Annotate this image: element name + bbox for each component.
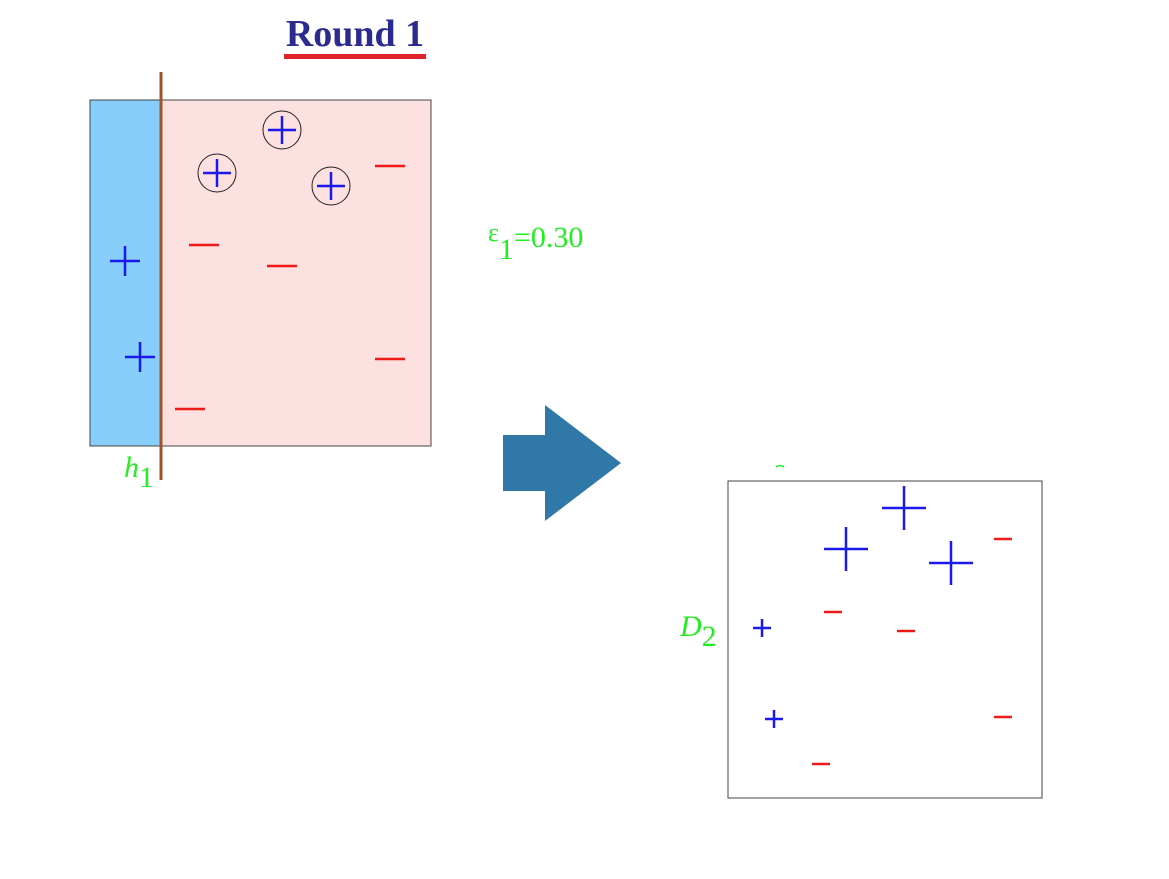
plus-mark bbox=[765, 710, 783, 728]
round1-panel bbox=[89, 72, 432, 480]
panel-border bbox=[89, 99, 432, 447]
plus-mark bbox=[929, 541, 973, 585]
plus-mark bbox=[125, 342, 155, 372]
right-arrow-icon bbox=[503, 405, 621, 521]
plus-mark bbox=[753, 619, 771, 637]
plus-mark bbox=[110, 246, 140, 276]
negative-region bbox=[161, 100, 431, 446]
round-title: Round 1 bbox=[0, 12, 710, 59]
panel-border bbox=[727, 480, 1043, 799]
hypothesis-label: h1 bbox=[124, 451, 154, 494]
small-mark bbox=[775, 464, 785, 468]
epsilon-label: ε1=0.30 bbox=[488, 218, 584, 266]
plus-mark bbox=[824, 527, 868, 571]
distribution-label: D2 bbox=[680, 610, 717, 653]
misclassified-plus-mark bbox=[197, 153, 237, 193]
misclassified-plus-mark bbox=[262, 110, 302, 150]
d2-panel bbox=[727, 464, 1043, 799]
plus-mark bbox=[882, 486, 926, 530]
misclassified-plus-mark bbox=[311, 166, 351, 206]
